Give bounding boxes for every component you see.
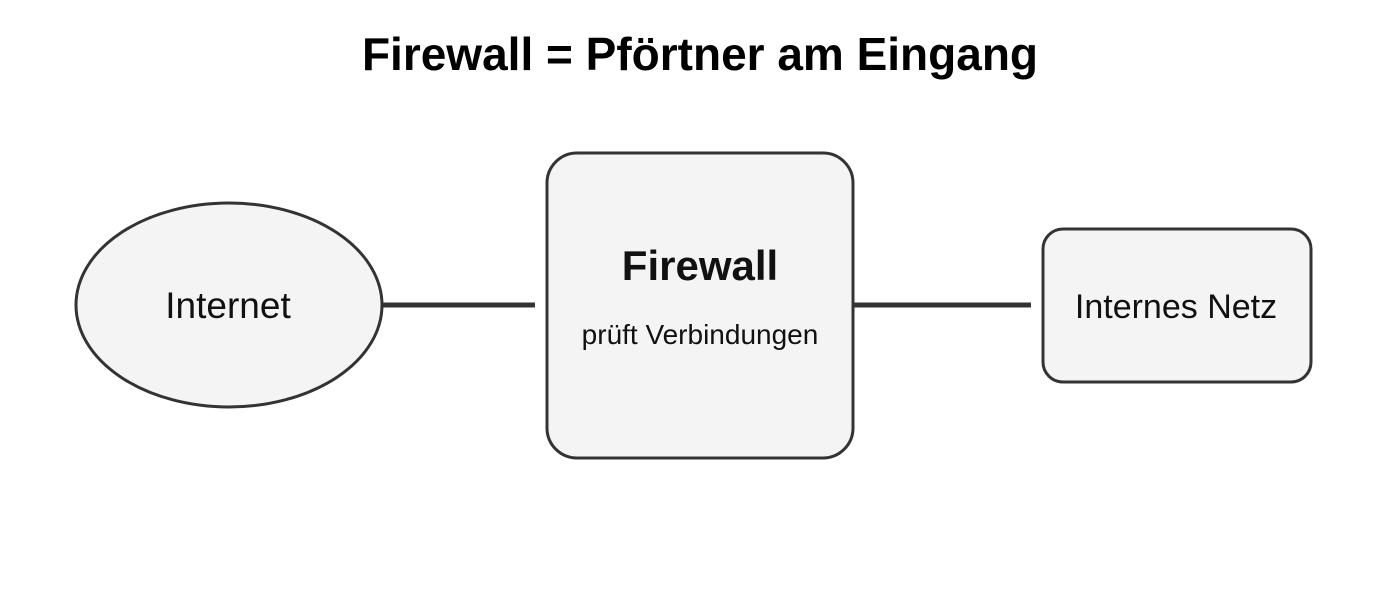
node-internal-network: Internes Netz (1041, 227, 1313, 384)
node-firewall-shape (545, 151, 855, 460)
node-firewall-sublabel: prüft Verbindungen (582, 319, 819, 350)
node-internal-network-shape (1041, 227, 1313, 384)
node-firewall: Firewall prüft Verbindungen (545, 151, 855, 460)
node-internet-shape (74, 201, 384, 409)
diagram-title: Firewall = Pförtner am Eingang (362, 28, 1038, 80)
node-firewall-label: Firewall (622, 242, 778, 289)
node-internet-label: Internet (165, 285, 291, 326)
node-internal-network-label: Internes Netz (1075, 288, 1277, 326)
node-internet: Internet (74, 201, 384, 409)
